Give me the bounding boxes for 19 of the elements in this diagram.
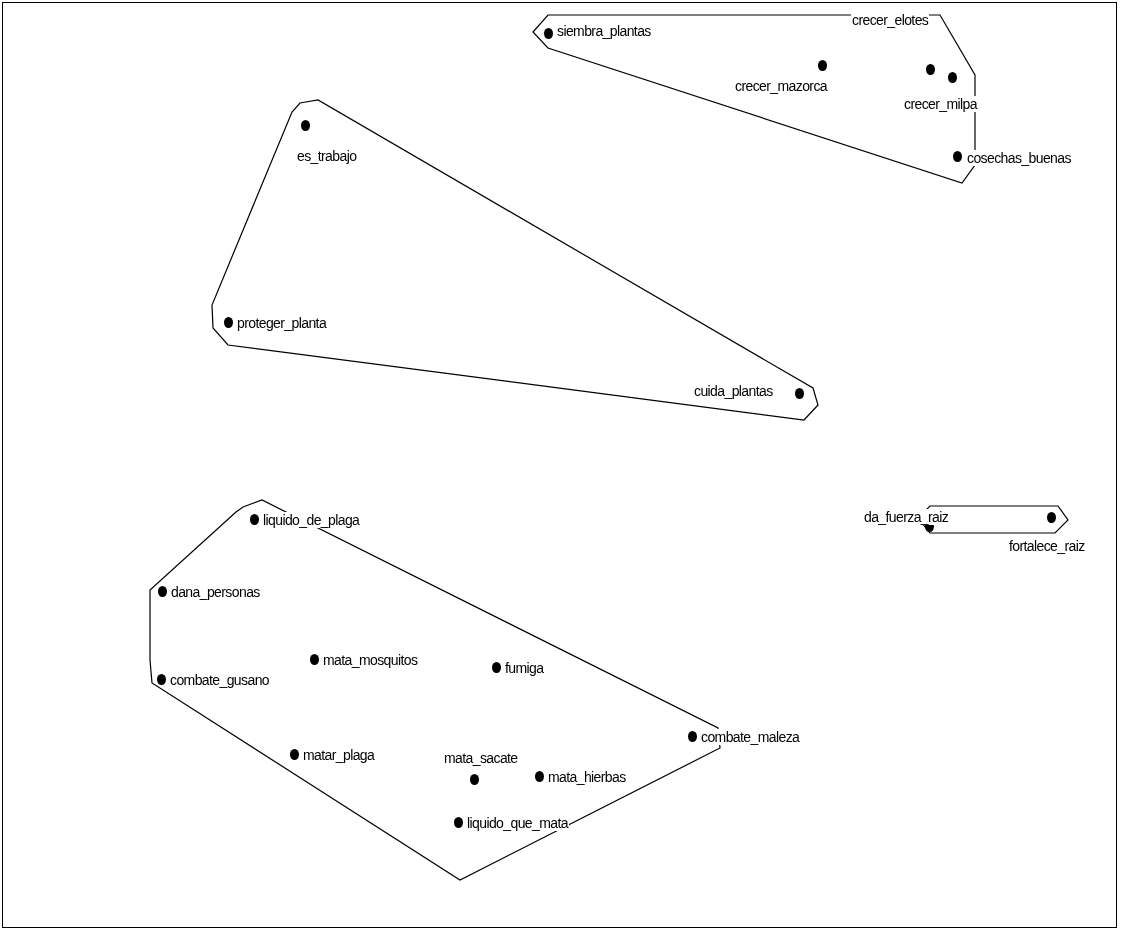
point-label: fortalece_raiz xyxy=(1008,538,1086,554)
point-label: es_trabajo xyxy=(296,148,358,164)
point-label: mata_mosquitos xyxy=(322,652,419,668)
point-label: cuida_plantas xyxy=(693,383,774,399)
point-label: crecer_milpa xyxy=(903,96,978,112)
point-label: dana_personas xyxy=(170,584,261,600)
point-label: mata_hierbas xyxy=(547,769,627,785)
point-label: liquido_que_mata xyxy=(466,815,569,831)
point-label: crecer_elotes xyxy=(851,12,930,28)
point-label: matar_plaga xyxy=(302,747,376,763)
point-label: mata_sacate xyxy=(443,750,519,766)
point-label: combate_gusano xyxy=(169,672,270,688)
point-label: da_fuerza_raiz xyxy=(863,509,950,525)
point-label: proteger_planta xyxy=(236,315,328,331)
point-label: siembra_plantas xyxy=(556,23,652,39)
point-label: fumiga xyxy=(504,660,545,676)
point-label: cosechas_buenas xyxy=(966,150,1072,166)
point-label: combate_maleza xyxy=(700,729,801,745)
point-label: liquido_de_plaga xyxy=(262,512,361,528)
